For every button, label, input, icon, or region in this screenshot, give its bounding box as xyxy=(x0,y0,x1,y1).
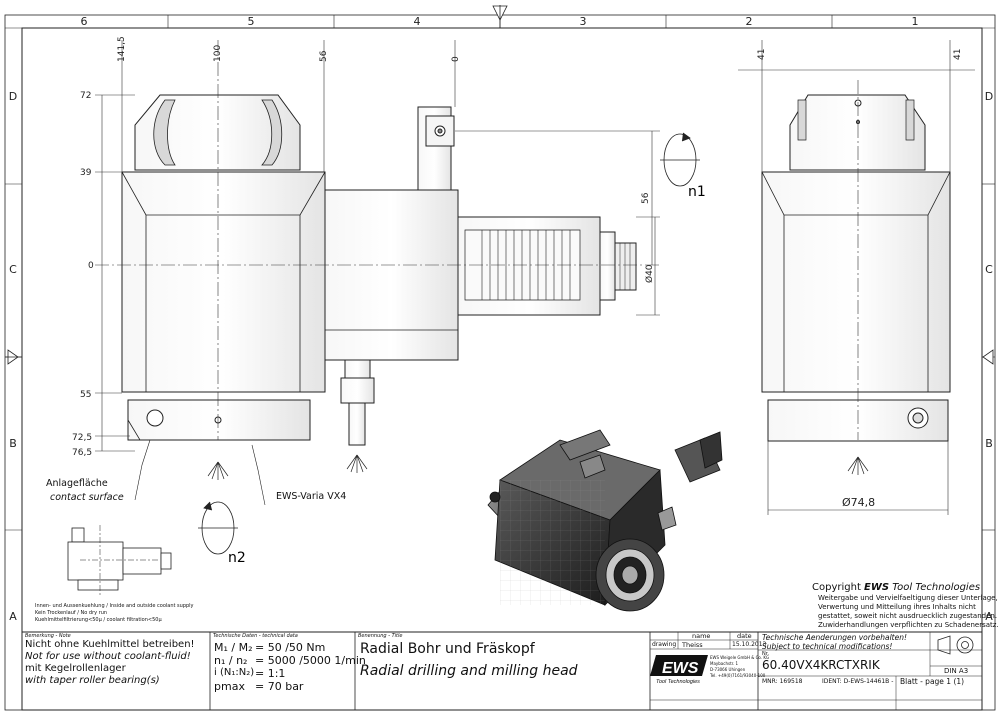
title-de: Radial Bohr und Fräskopf xyxy=(360,641,535,657)
tech-key-pressure: pmax xyxy=(214,680,245,693)
copyright-brand: EWS xyxy=(864,582,890,593)
zone-row-b: B xyxy=(9,437,17,450)
drawing-date: 15.10.2013 xyxy=(732,641,767,648)
dim-72-5: 72,5 xyxy=(72,433,92,443)
coolant-note-3: Kuehlmittelfiltrierung<50µ / coolant fil… xyxy=(35,617,162,623)
zone-col-3: 3 xyxy=(580,15,587,28)
copyright-line-3: gestattet, soweit nicht ausdruecklich zu… xyxy=(818,612,998,620)
tech-heading: Technische Daten - technical data xyxy=(213,633,298,639)
side-view xyxy=(761,94,951,442)
title-block-lines xyxy=(22,631,982,710)
zone-row-d: D xyxy=(9,90,17,103)
tech-key-torque: M₁ / M₂ xyxy=(214,641,253,654)
din-format: DIN A3 xyxy=(944,667,969,675)
projection-symbol-icon xyxy=(937,635,974,655)
company-line-1: EWS Weigele GmbH & Co. KG xyxy=(710,655,770,660)
zone-row-b-right: B xyxy=(985,437,993,450)
title-en: Radial drilling and milling head xyxy=(360,663,578,679)
title-heading: Benennung - Title xyxy=(358,633,403,639)
callout-contact-de: Anlagefläche xyxy=(46,478,108,489)
notice-de: Technische Aenderungen vorbehalten! xyxy=(762,633,907,642)
sheet-page: Blatt - page 1 (1) xyxy=(900,677,965,686)
tech-key-ratio: i (N₁:N₂) xyxy=(214,667,255,678)
dim-100: 100 xyxy=(213,45,223,62)
rotation-n2 xyxy=(198,501,238,555)
tech-val-pressure: = 70 bar xyxy=(255,680,304,693)
zone-col-4: 4 xyxy=(414,15,421,28)
company-line-3: D-73066 Uhingen xyxy=(710,667,746,672)
front-dimension-text: 141,5 100 56 0 72 39 0 55 72,5 76,5 56 Ø… xyxy=(72,36,655,458)
side-dimension-text: 41 41 Ø74,8 xyxy=(757,49,963,509)
remark-4: with taper roller bearing(s) xyxy=(25,675,160,686)
col-name: name xyxy=(692,632,711,640)
coolant-schematic xyxy=(67,525,172,595)
zone-row-d-right: D xyxy=(985,90,993,103)
zone-col-2: 2 xyxy=(746,15,753,28)
callout-variant: EWS-Varia VX4 xyxy=(276,491,347,502)
dim-0-left: 0 xyxy=(88,261,94,271)
copyright-line-4: Zuwiderhandlungen verpflichten zu Schade… xyxy=(818,621,999,629)
callout-contact-en: contact surface xyxy=(50,492,124,503)
dim-39: 39 xyxy=(80,168,92,178)
front-dimensions xyxy=(95,40,660,452)
part-number-label: Nr. xyxy=(762,651,769,657)
tech-val-speed: = 5000 /5000 1/min xyxy=(255,654,366,667)
front-view xyxy=(121,94,637,446)
copyright-line-1: Weitergabe und Vervielfaeltigung dieser … xyxy=(818,594,998,602)
remarks-heading: Bemerkung - Note xyxy=(25,633,71,639)
dim-dia-40: Ø40 xyxy=(644,264,655,283)
zone-row-c-right: C xyxy=(985,263,993,276)
part-number: 60.40VX4KRCTXRIK xyxy=(762,658,880,672)
remark-3: mit Kegelrollenlager xyxy=(25,663,126,674)
zone-row-c: C xyxy=(9,263,17,276)
logo-subtext: Tool Technologies xyxy=(656,679,700,685)
ews-logo: EWS Tool Technologies xyxy=(650,655,708,685)
zone-row-a: A xyxy=(9,610,17,623)
copyright-prefix: Copyright xyxy=(812,582,865,593)
ident: IDENT: D-EWS-14461B - xyxy=(822,678,894,685)
copyright-suffix: Tool Technologies xyxy=(889,582,981,593)
coolant-spray-icons xyxy=(207,454,869,480)
coolant-note-2: Kein Trockenlauf / No dry run xyxy=(35,610,108,616)
dim-56-right: 56 xyxy=(641,192,651,204)
remark-2: Not for use without coolant-fluid! xyxy=(25,651,191,662)
isometric-render xyxy=(487,429,723,612)
tech-key-speed: n₁ / n₂ xyxy=(214,654,248,667)
dim-56-top: 56 xyxy=(319,50,329,62)
drawing-frame xyxy=(4,5,996,711)
dim-76-5: 76,5 xyxy=(72,448,92,458)
notice-en: Subject to technical modifications! xyxy=(762,642,893,651)
coolant-note-1: Innen- und Aussenkuehlung / Inside and o… xyxy=(35,603,194,609)
frame-zone-labels: 6 5 4 3 2 1 D C B A D C B A xyxy=(9,15,993,623)
drawer-name: Theiss xyxy=(682,641,703,649)
dim-41-left: 41 xyxy=(757,49,767,60)
company-line-4: Tel. +49(0)7161/93040-100 xyxy=(710,673,766,678)
remark-1: Nicht ohne Kuehlmittel betreiben! xyxy=(25,639,195,650)
copyright-line-2: Verwertung und Mitteilung ihres Inhalts … xyxy=(818,603,976,611)
company-line-2: Maybachstr. 1 xyxy=(710,661,739,666)
copyright-title: Copyright EWS Tool Technologies xyxy=(812,583,980,593)
col-date: date xyxy=(737,632,752,640)
side-dimensions xyxy=(738,40,975,515)
zone-col-1: 1 xyxy=(912,15,919,28)
dim-55: 55 xyxy=(80,390,91,400)
dim-0-top: 0 xyxy=(451,56,461,62)
mnr: MNR: 169518 xyxy=(762,678,803,685)
zone-col-6: 6 xyxy=(81,15,88,28)
row-drawing: drawing xyxy=(652,641,677,648)
dim-41-right: 41 xyxy=(953,49,963,60)
zone-row-a-right: A xyxy=(985,610,993,623)
logo-text: EWS xyxy=(662,660,699,677)
callout-leaders xyxy=(134,439,266,506)
tech-val-ratio: = 1:1 xyxy=(255,667,286,680)
tech-val-torque: = 50 /50 Nm xyxy=(255,641,326,654)
dim-dia-74-8: Ø74,8 xyxy=(842,496,875,509)
rotation-n1 xyxy=(660,132,700,187)
label-n1: n1 xyxy=(688,184,706,200)
label-n2: n2 xyxy=(228,550,246,566)
zone-col-5: 5 xyxy=(248,15,255,28)
dim-72: 72 xyxy=(80,91,91,101)
dim-141-5: 141,5 xyxy=(117,36,127,62)
